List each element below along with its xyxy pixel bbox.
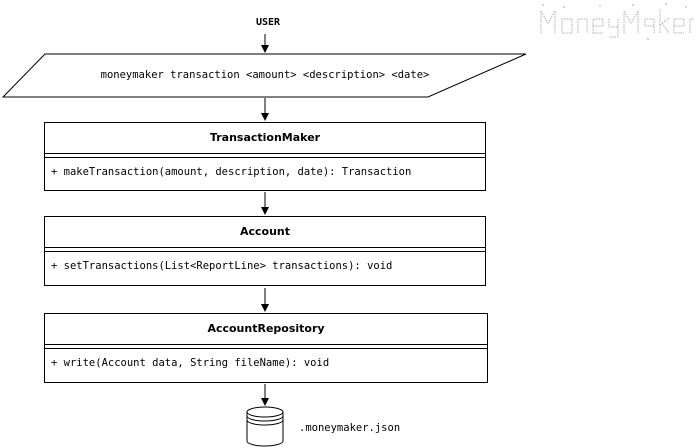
class-method: + setTransactions(List<ReportLine> trans…: [51, 260, 393, 272]
class-method: + write(Account data, String fileName): …: [51, 357, 330, 369]
storage-file-label: .moneymaker.json: [299, 422, 401, 434]
user-actor-label: USER: [255, 17, 281, 28]
moneymaker-ascii-logo: [540, 3, 694, 40]
class-name: AccountRepository: [45, 314, 487, 345]
class-method: + makeTransaction(amount, description, d…: [51, 166, 412, 178]
class-name: TransactionMaker: [45, 123, 485, 154]
class-box-account: Account + setTransactions(List<ReportLin…: [44, 216, 486, 286]
command-text: moneymaker transaction <amount> <descrip…: [100, 69, 430, 81]
class-name: Account: [45, 217, 485, 248]
database-cylinder-icon: [246, 406, 284, 447]
class-box-accountrepository: AccountRepository + write(Account data, …: [44, 313, 488, 383]
class-divider: [45, 248, 485, 252]
class-divider: [45, 154, 485, 158]
class-box-transactionmaker: TransactionMaker + makeTransaction(amoun…: [44, 122, 486, 191]
class-divider: [45, 345, 487, 349]
command-parallelogram: [1, 53, 527, 98]
